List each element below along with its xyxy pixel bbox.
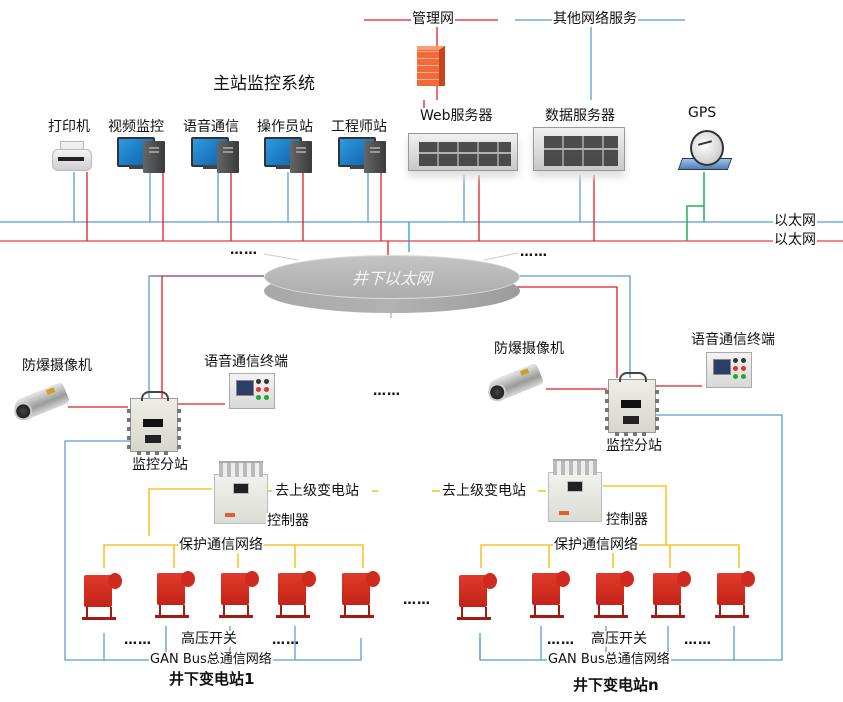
- monitor-substation-icon: [127, 391, 181, 455]
- device-drops-blue: [73, 172, 581, 222]
- computer-icon: [191, 135, 241, 175]
- voice-terminal-icon: [706, 352, 752, 388]
- camera-label: 防爆摄像机: [493, 341, 565, 357]
- voice-comm-label: 语音通信: [182, 119, 240, 135]
- main-station-title: 主站监控系统: [212, 74, 316, 94]
- controller-icon: [548, 459, 602, 522]
- ethernet-red-label: 以太网: [773, 232, 817, 248]
- device-drops-red: [86, 172, 595, 241]
- monitor-substation-label: 监控分站: [605, 438, 663, 454]
- ellipsis-right: ……: [272, 633, 300, 648]
- underground-ethernet-label: 井下以太网: [351, 269, 432, 288]
- computer-icon: [338, 135, 388, 175]
- more-switches-ellipsis: ……: [403, 593, 431, 608]
- hv-switch-label: 高压开关: [590, 631, 648, 647]
- firewall-icon: [417, 46, 445, 86]
- hv-switch-icon: [276, 569, 318, 621]
- ellipsis-right: ……: [520, 245, 548, 260]
- subn-uplink-red: [516, 286, 618, 378]
- underground-ethernet-cloud: 井下以太网: [264, 255, 520, 313]
- web-server-label: Web服务器: [419, 108, 494, 124]
- hv-switch-icon: [155, 569, 197, 621]
- data-server-label: 数据服务器: [544, 108, 616, 124]
- camera-label: 防爆摄像机: [21, 358, 93, 374]
- protection-network-label: 保护通信网络: [553, 537, 639, 553]
- hv-switch-icon: [457, 571, 499, 623]
- ellipsis-left: ……: [124, 633, 152, 648]
- hv-switch-icon: [715, 569, 757, 621]
- gan-bus-label: GAN Bus总通信网络: [547, 652, 671, 668]
- ellipsis-left: ……: [547, 633, 575, 648]
- voice-terminal-label: 语音通信终端: [203, 354, 289, 370]
- ellipsis-left: ……: [230, 243, 258, 258]
- hv-switch-icon: [530, 569, 572, 621]
- hv-switch-icon: [82, 571, 124, 623]
- controller-label: 控制器: [266, 513, 310, 529]
- monitor-substation-icon: [605, 372, 659, 436]
- hv-switch-icon: [219, 569, 261, 621]
- protection-network-label: 保护通信网络: [178, 537, 264, 553]
- ethernet-blue-label: 以太网: [773, 213, 817, 229]
- management-network-label: 管理网: [411, 11, 455, 27]
- rack-server-icon: [408, 133, 518, 171]
- controller-label: 控制器: [605, 512, 649, 528]
- monitor-substation-label: 监控分站: [131, 457, 189, 473]
- controller-icon: [214, 461, 268, 524]
- voice-terminal-icon: [229, 373, 275, 409]
- hv-switch-label: 高压开关: [180, 631, 238, 647]
- computer-icon: [264, 135, 314, 175]
- substation-name: 井下变电站n: [572, 676, 660, 694]
- subn-uplink-blue: [516, 275, 631, 378]
- printer-label: 打印机: [47, 119, 91, 135]
- rack-server-icon: [533, 127, 625, 171]
- gps-label: GPS: [687, 105, 718, 121]
- between-substations-ellipsis: ……: [373, 384, 401, 399]
- sub1-bus-loop: [64, 440, 362, 661]
- satellite-dish-icon: [677, 128, 733, 172]
- gan-bus-label: GAN Bus总通信网络: [149, 652, 273, 668]
- hv-switch-icon: [340, 569, 382, 621]
- substation-name: 井下变电站1: [168, 670, 256, 688]
- upstream-substation-label: 去上级变电站: [441, 483, 527, 499]
- upstream-substation-label: 去上级变电站: [274, 483, 360, 499]
- video-monitor-label: 视频监控: [107, 119, 165, 135]
- other-services-label: 其他网络服务: [552, 11, 638, 27]
- voice-terminal-label: 语音通信终端: [690, 332, 776, 348]
- computer-icon: [117, 135, 167, 175]
- ellipsis-right: ……: [684, 633, 712, 648]
- gps-link-line: [686, 172, 705, 241]
- hv-switch-icon: [594, 569, 636, 621]
- printer-icon: [50, 139, 94, 173]
- hv-switch-icon: [651, 569, 693, 621]
- operator-station-label: 操作员站: [256, 119, 314, 135]
- engineer-station-label: 工程师站: [330, 119, 388, 135]
